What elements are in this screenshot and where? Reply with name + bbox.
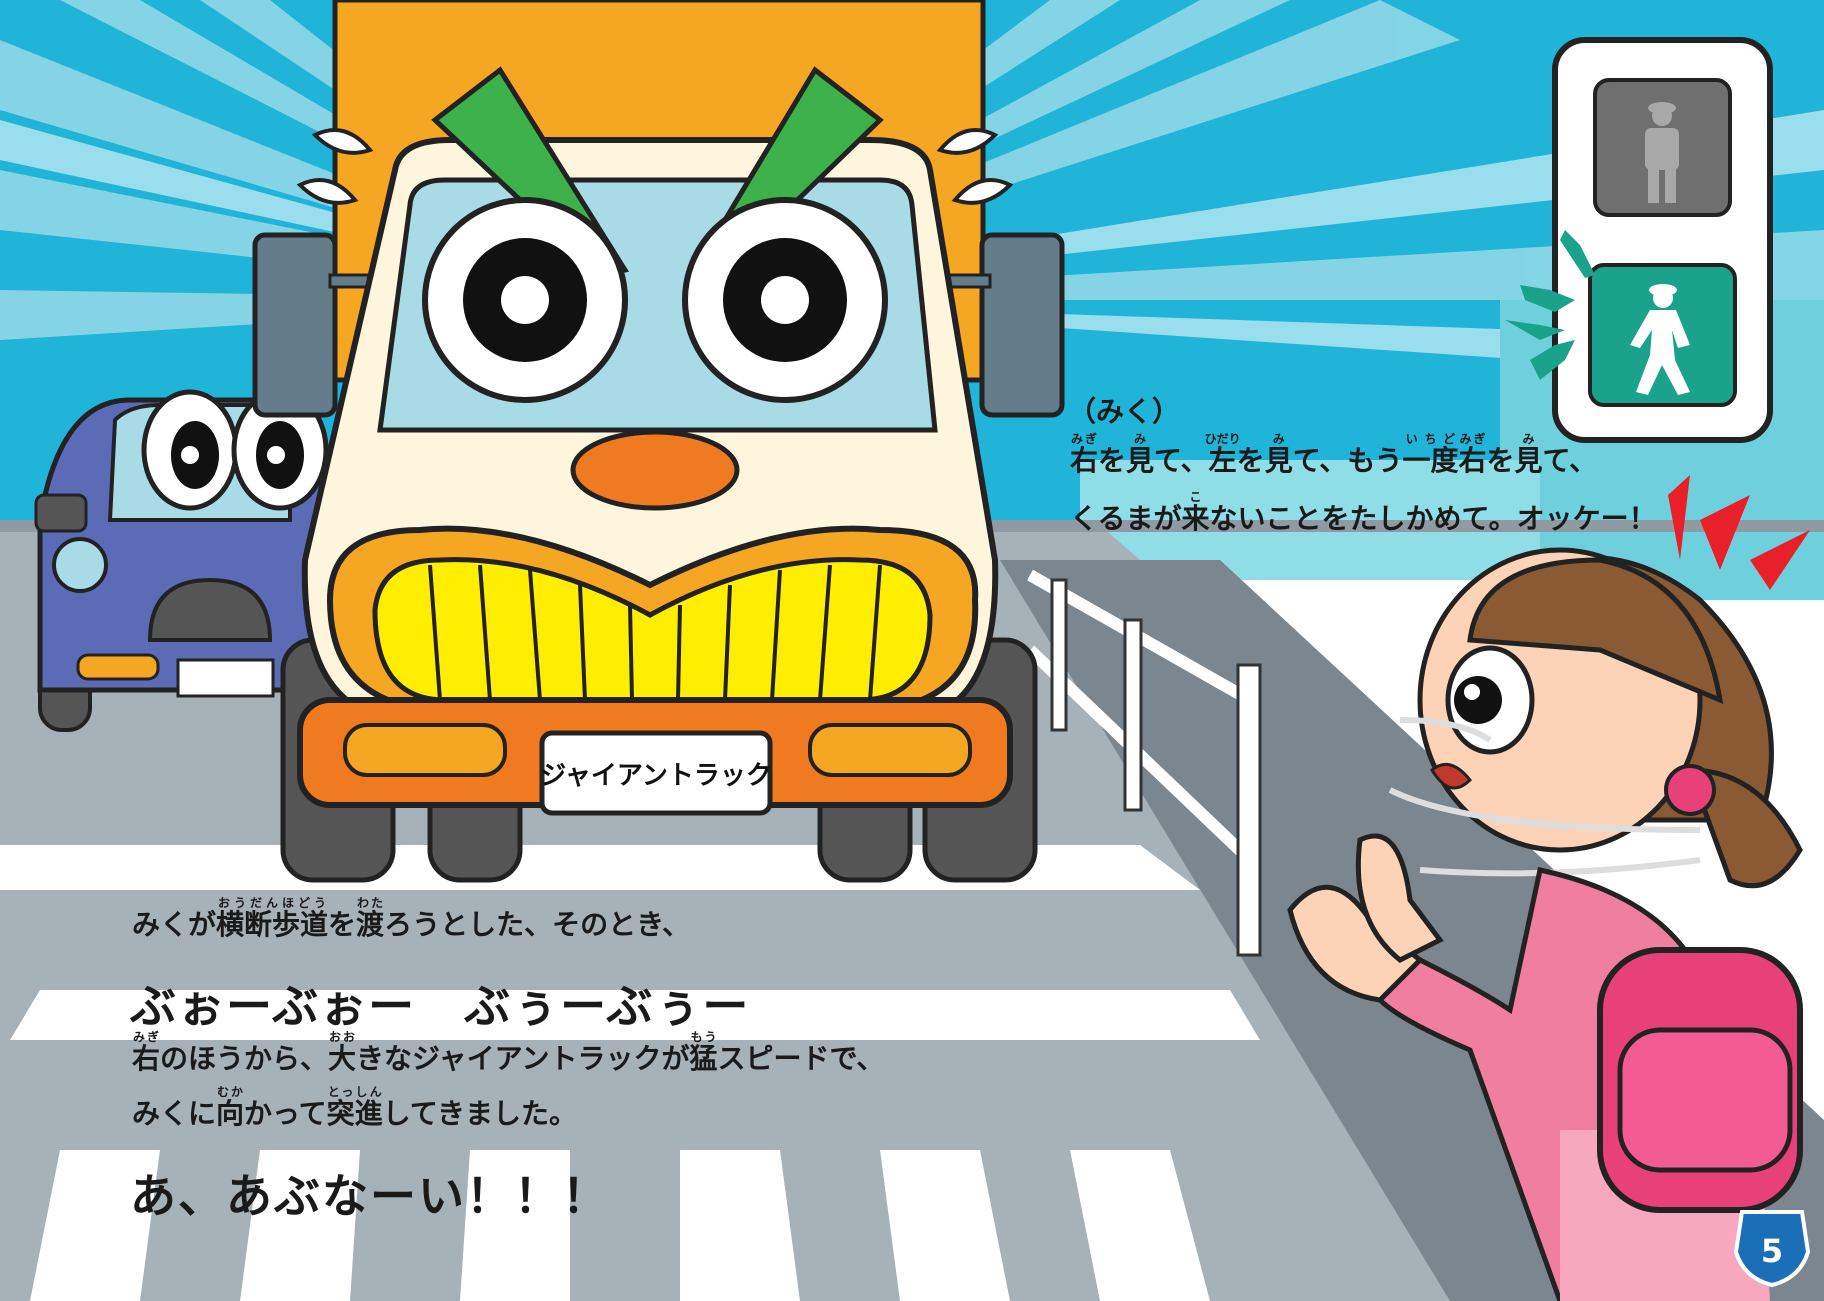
narration-line-2: 右みぎのほうから、大おおきなジャイアントラックが猛もうスピードで、 — [132, 1030, 885, 1075]
ruby-word: 来こ — [1181, 490, 1210, 535]
ruby-word: 見み — [1126, 432, 1155, 477]
ruby-word: 大おお — [328, 1030, 357, 1075]
page-number-badge: 5 — [1733, 1210, 1811, 1288]
ruby-word: 右みぎ — [132, 1030, 161, 1075]
exclamation-text: あ、あぶなーい！！！ — [130, 1169, 610, 1223]
ruby-word: 横断歩道おうだんほどう — [216, 896, 329, 941]
svg-text:5: 5 — [1761, 1232, 1783, 1270]
narration-line-1: みくが横断歩道おうだんほどうを渡わたろうとした、そのとき、 — [132, 896, 691, 941]
ruby-word: 見み — [1514, 432, 1543, 477]
ruby-word: 右みぎ — [1070, 432, 1099, 477]
ruby-word: 渡わた — [356, 896, 385, 941]
ruby-word: 左ひだり — [1204, 432, 1241, 477]
license-plate-text: ジャイアントラック — [540, 761, 772, 791]
ruby-word: 突進とっしん — [326, 1085, 383, 1130]
sound-effect-text: ぶぉーぶぉー ぶぅーぶぅー — [130, 979, 751, 1033]
dialogue-line-1: 右みぎを見みて、左ひだりを見みて、もう一度いちど右みぎを見みて、 — [1070, 432, 1598, 477]
ruby-word: 一度いちど — [1402, 432, 1459, 477]
pedestrian-signal-stop-figure — [1645, 102, 1679, 203]
ruby-word: 猛もう — [689, 1030, 718, 1075]
ruby-word: 右みぎ — [1458, 432, 1487, 477]
ruby-word: 見み — [1264, 432, 1293, 477]
dialogue-speaker: （みく） — [1068, 395, 1181, 428]
dialogue-line-2: くるまが来こないことをたしかめて。オッケー！ — [1070, 490, 1657, 535]
pedestrian-signal-walk-figure — [1630, 284, 1690, 395]
ruby-word: 向むか — [216, 1085, 245, 1130]
narration-line-3: みくに向むかかって突進とっしんしてきました。 — [132, 1085, 577, 1130]
